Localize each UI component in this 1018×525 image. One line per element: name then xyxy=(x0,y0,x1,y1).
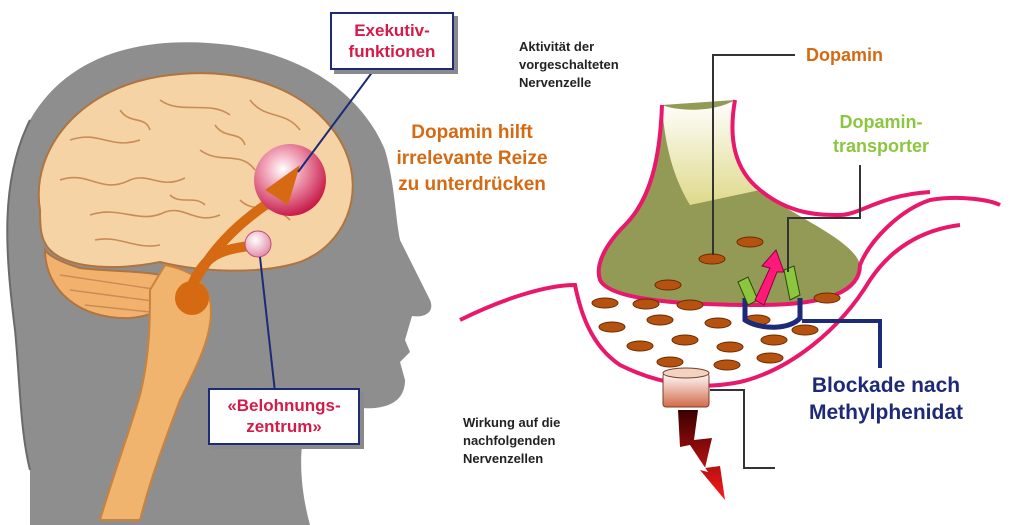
downstream-effect-label: Wirkung auf die nachfolgenden Nervenzell… xyxy=(463,414,633,468)
effect-leader-line xyxy=(710,390,775,468)
dopamine-label: Dopamin xyxy=(806,44,916,66)
transporter-label: Dopamin- transporter xyxy=(806,110,956,158)
reward-center-callout: «Belohnungs- zentrum» xyxy=(208,388,360,445)
dopamine-effect-note: Dopamin hilft irrelevante Reize zu unter… xyxy=(362,120,582,198)
reward-center-sphere xyxy=(245,231,271,257)
signal-lightning-bolt xyxy=(678,410,725,500)
blockade-label: Blockade nach Methylphenidat xyxy=(786,372,986,426)
upstream-activity-label: Aktivität der vorgeschalteten Nervenzell… xyxy=(519,38,689,92)
executive-function-callout: Exekutiv- funktionen xyxy=(330,12,454,70)
postsynaptic-receptor xyxy=(663,368,709,407)
